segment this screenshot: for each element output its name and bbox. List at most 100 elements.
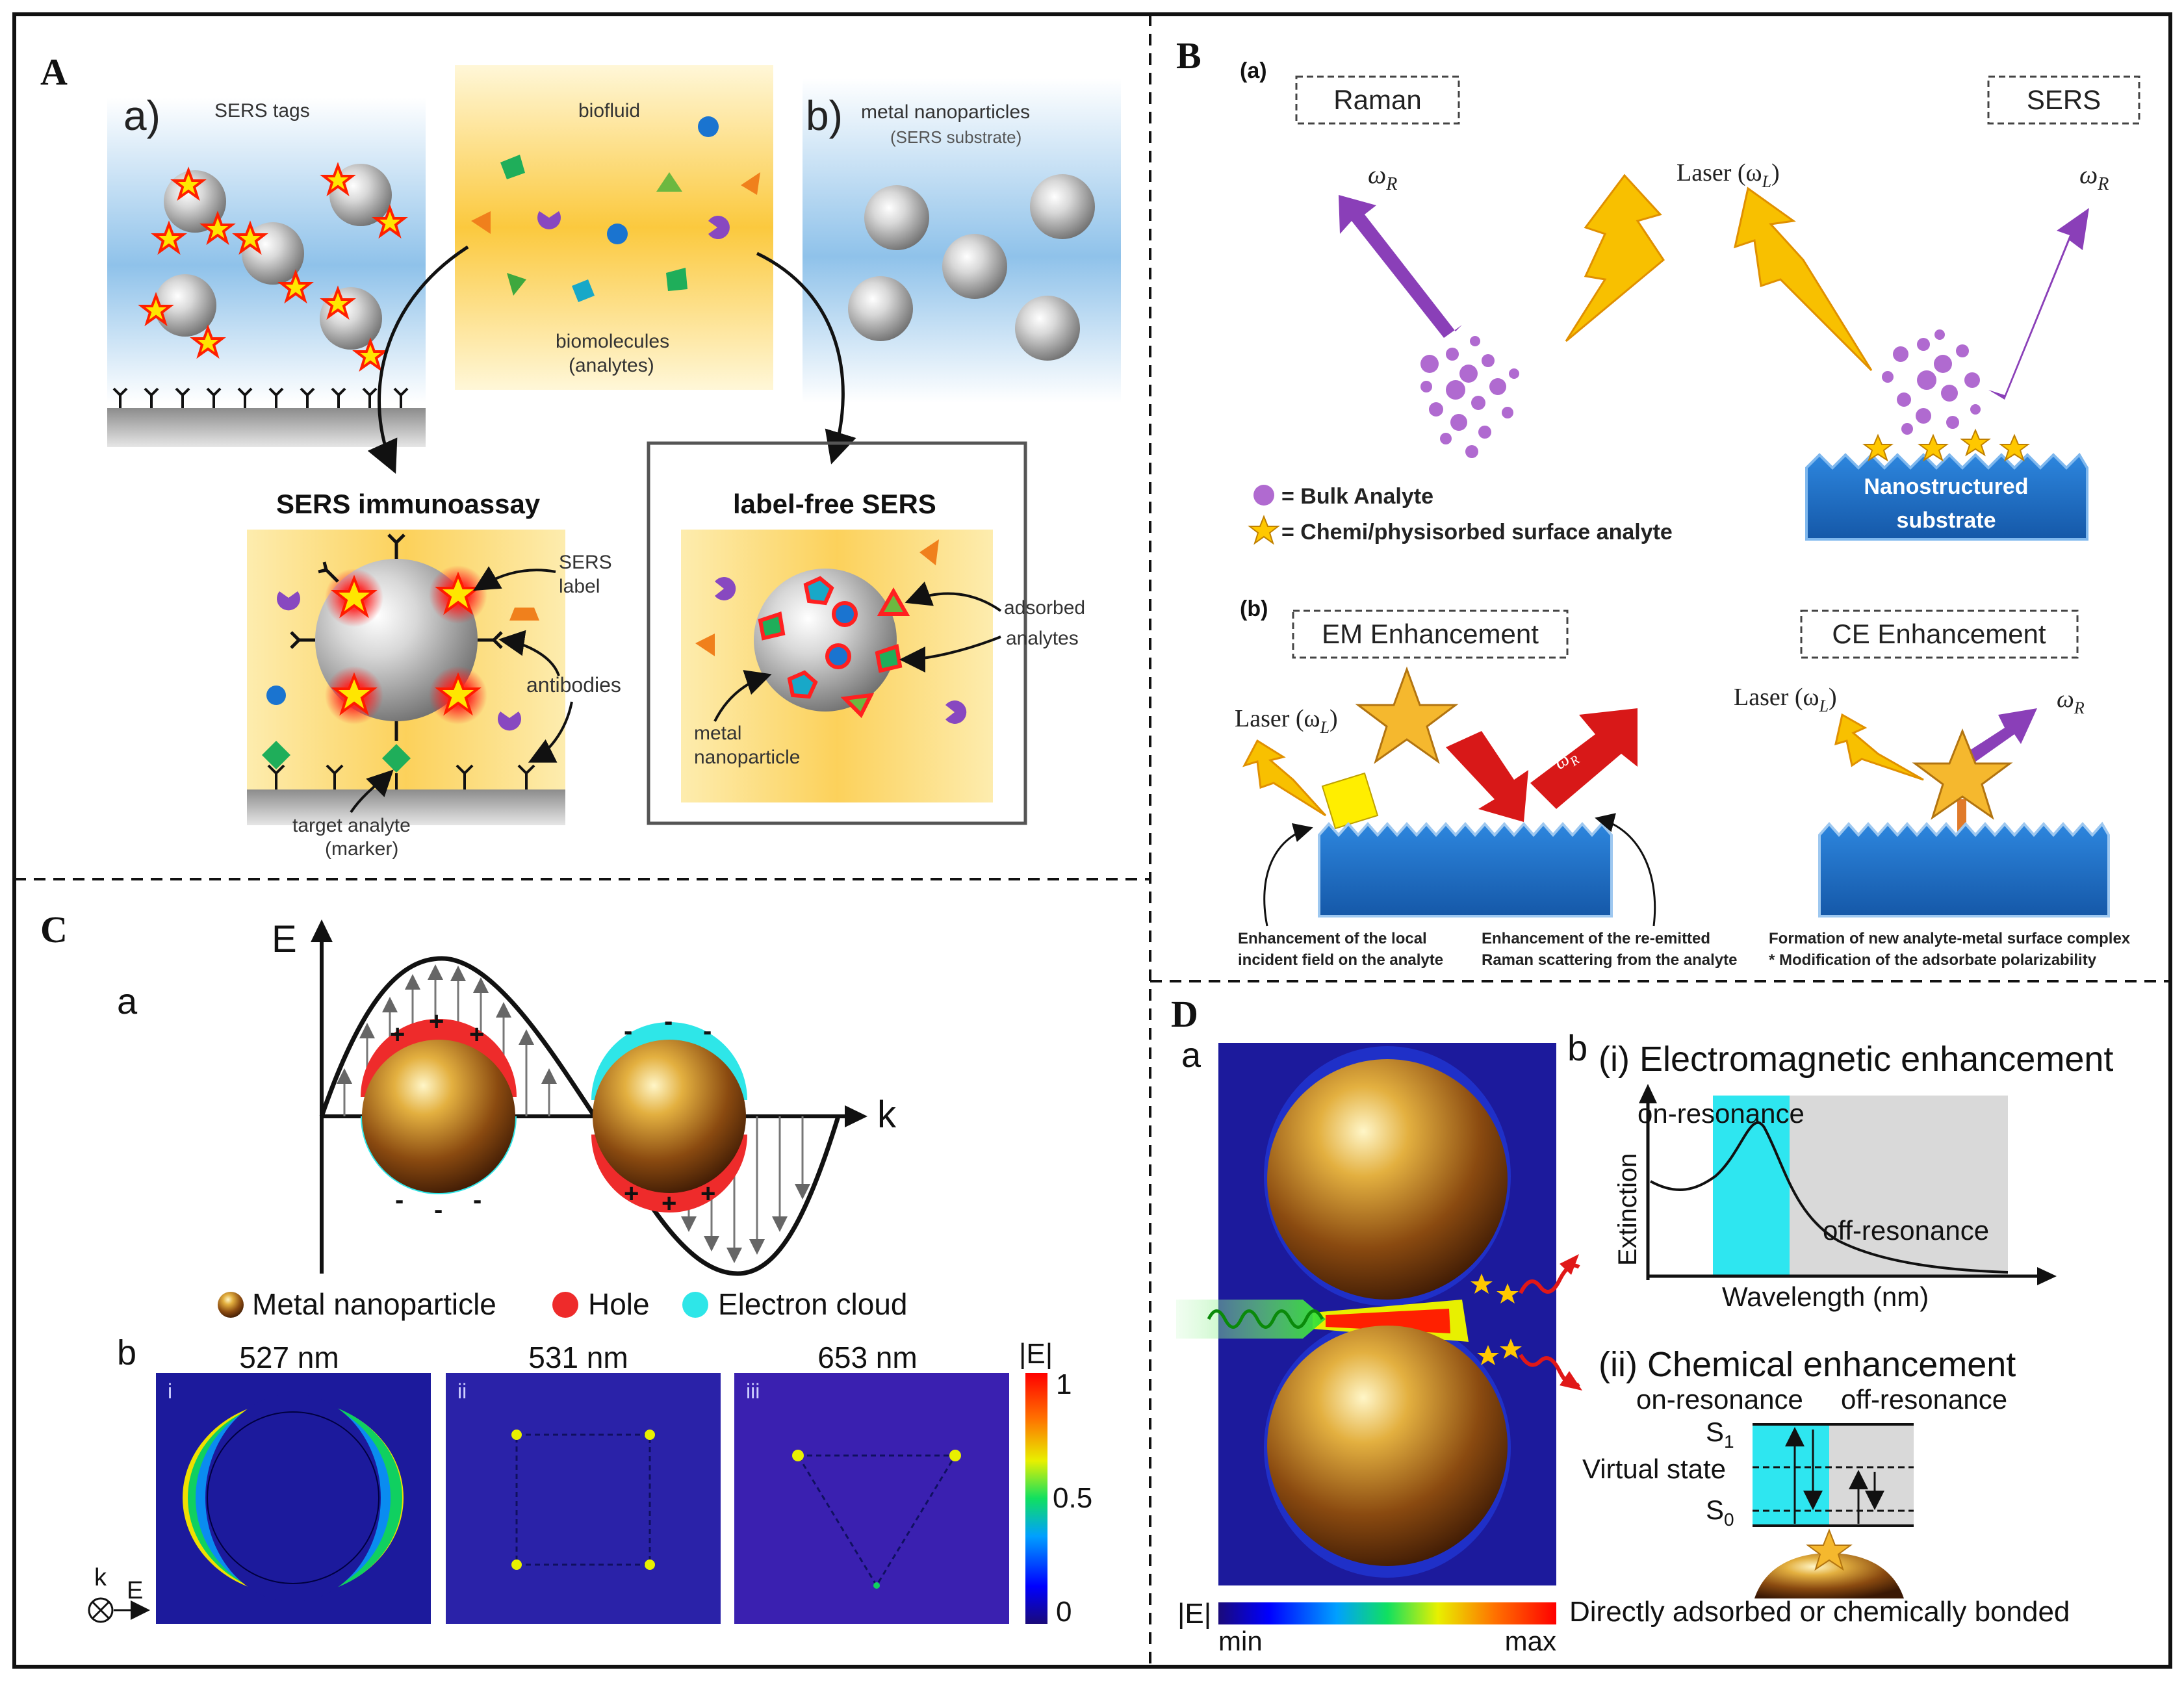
field-map-2-roman: ii bbox=[457, 1379, 467, 1403]
sers-analyte-cloud bbox=[1882, 329, 1981, 435]
field-map-1-roman: i bbox=[168, 1379, 172, 1403]
svg-text:+: + bbox=[700, 1179, 715, 1208]
panel-d-letter: D bbox=[1171, 993, 1198, 1035]
panel-b: B (a) Raman SERS ωR Laser (ωL) ωR bbox=[1176, 34, 2140, 969]
metal-surface-dome bbox=[1754, 1553, 1904, 1598]
k-indicator-label: k bbox=[94, 1564, 107, 1591]
biomolecule-shapes bbox=[471, 116, 760, 302]
colorbar bbox=[1025, 1373, 1047, 1624]
svg-text:+: + bbox=[429, 1007, 444, 1036]
field-colorbar-title: |E| bbox=[1177, 1598, 1211, 1630]
extinction-curve bbox=[1650, 1121, 2009, 1274]
em-omega-r-1: ωR bbox=[1458, 771, 1491, 802]
labelfree-orange-1 bbox=[919, 539, 939, 565]
em-note-arrow-2 bbox=[1595, 813, 1656, 927]
colorbar-tick-1: 1 bbox=[1056, 1368, 1072, 1400]
sers-laser-bolt bbox=[1733, 186, 1873, 372]
immunoassay-title: SERS immunoassay bbox=[276, 489, 541, 519]
wavelength-label: Wavelength (nm) bbox=[1722, 1281, 1929, 1312]
ce-box-label: CE Enhancement bbox=[1832, 619, 2046, 649]
immunoassay-side-dot bbox=[266, 686, 286, 705]
chem-on-resonance-label: on-resonance bbox=[1636, 1384, 1803, 1415]
sers-tags-ground bbox=[107, 408, 426, 447]
sers-omega-label: ωR bbox=[2079, 160, 2109, 194]
sers-label-text-2: label bbox=[559, 576, 600, 597]
labelfree-crescent-2 bbox=[945, 700, 967, 724]
raman-laser-bolt bbox=[1565, 173, 1665, 342]
axis-e-arrowhead bbox=[311, 919, 333, 942]
legend-surface-star bbox=[1248, 515, 1280, 545]
labelfree-adsorbed bbox=[758, 576, 910, 719]
panel-c-sub-b: b bbox=[117, 1333, 136, 1372]
biomolecules-analytes-label: (analytes) bbox=[569, 355, 654, 376]
em-raman-arrow-1 bbox=[1446, 731, 1528, 822]
field-map-sphere: i bbox=[156, 1373, 431, 1624]
svg-text:-: - bbox=[395, 1186, 404, 1214]
metal-np-spheres bbox=[848, 174, 1095, 361]
arrow-to-labelfree bbox=[756, 251, 856, 465]
adsorbed-star bbox=[1805, 1528, 1853, 1571]
axis-k-label: k bbox=[877, 1094, 897, 1136]
panel-a-letter: A bbox=[40, 51, 68, 93]
sers-box bbox=[1987, 75, 2140, 125]
adsorbed-arrow-1 bbox=[905, 582, 1002, 612]
legend-np-icon bbox=[218, 1292, 244, 1318]
metal-np-arrow bbox=[713, 670, 772, 722]
panel-d-sub-a: a bbox=[1181, 1036, 1201, 1075]
raman-box-label: Raman bbox=[1333, 84, 1421, 115]
colorbar-title: |E| bbox=[1019, 1338, 1053, 1370]
svg-text:+: + bbox=[469, 1020, 484, 1049]
ce-note-a: Formation of new analyte-metal surface c… bbox=[1769, 930, 2131, 947]
incident-beam bbox=[1176, 1300, 1326, 1339]
legend-electron-label: Electron cloud bbox=[718, 1287, 908, 1321]
wavelength-axis-head bbox=[2037, 1267, 2057, 1285]
ce-omega-label: ωR bbox=[2057, 686, 2085, 717]
off-resonance-band bbox=[1790, 1096, 2008, 1276]
scatter-arrow-up bbox=[1560, 1254, 1579, 1275]
sers-label-text: SERS bbox=[559, 552, 612, 573]
em-note-1a: Enhancement of the local bbox=[1238, 930, 1427, 947]
immunoassay-side-diamond bbox=[262, 741, 290, 769]
raman-analyte-cloud bbox=[1420, 336, 1519, 458]
panel-d-sub-b: b bbox=[1567, 1027, 1587, 1068]
field-colorbar-min: min bbox=[1218, 1626, 1263, 1656]
k-indicator-circle bbox=[88, 1597, 114, 1623]
raman-omega-label: ωR bbox=[1368, 160, 1397, 194]
k-indicator-cross bbox=[92, 1601, 110, 1619]
svg-text:-: - bbox=[624, 1017, 632, 1046]
metal-np-label: metal nanoparticles bbox=[861, 101, 1030, 123]
panel-a: A a) SERS tags bbox=[40, 51, 1121, 860]
svg-text:-: - bbox=[703, 1017, 712, 1046]
labelfree-crescent-1 bbox=[715, 577, 736, 600]
em-laser-label: Laser (ωL) bbox=[1235, 705, 1338, 737]
ce-laser-label: Laser (ωL) bbox=[1734, 684, 1837, 715]
svg-text:+: + bbox=[662, 1189, 676, 1218]
antibodies-label: antibodies bbox=[526, 673, 621, 697]
sers-scatter-arrow bbox=[1988, 208, 2089, 400]
metal-np-small-label: metal bbox=[694, 723, 741, 744]
raman-box bbox=[1295, 75, 1460, 125]
svg-text:-: - bbox=[664, 1007, 673, 1036]
wavelength-2-label: 531 nm bbox=[528, 1341, 628, 1374]
sers-surface-stars bbox=[1862, 428, 2030, 462]
dimer-sphere-bottom bbox=[1267, 1326, 1508, 1566]
ce-laser-bolt bbox=[1834, 713, 1924, 781]
label-a: a) bbox=[123, 92, 161, 139]
sers-box-label: SERS bbox=[2027, 84, 2101, 115]
immunoassay-side-trap bbox=[509, 608, 539, 621]
extinction-label: Extinction bbox=[1613, 1153, 1642, 1266]
legend-surface-label: = Chemi/physisorbed surface analyte bbox=[1281, 520, 1673, 545]
antibodies-arrow-1 bbox=[498, 630, 560, 676]
ce-substrate bbox=[1818, 821, 2110, 917]
metal-np-substrate-label: (SERS substrate) bbox=[890, 127, 1021, 147]
em-note-2a: Enhancement of the re-emitted bbox=[1482, 930, 1710, 947]
extinction-axis-head bbox=[1639, 1084, 1657, 1103]
panel-b-letter: B bbox=[1176, 34, 1201, 77]
target-analyte-label: target analyte bbox=[292, 815, 411, 836]
em-laser-bolt bbox=[1242, 739, 1327, 817]
ce-box bbox=[1800, 610, 2079, 659]
legend-np-label: Metal nanoparticle bbox=[252, 1287, 496, 1321]
gap-stars bbox=[1471, 1274, 1522, 1365]
em-note-2b: Raman scattering from the analyte bbox=[1482, 951, 1737, 969]
wavelength-1-label: 527 nm bbox=[239, 1341, 339, 1374]
